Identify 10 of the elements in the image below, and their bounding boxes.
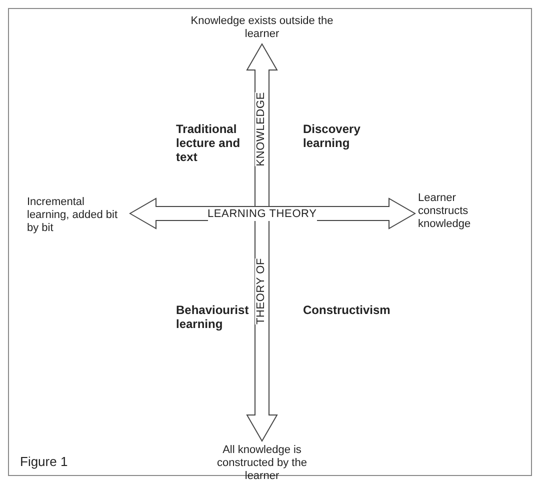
quadrant-label: Constructivism [303,303,392,317]
quadrant-label: Discovery learning [303,122,362,150]
axis-label: LEARNING THEORY [208,208,317,221]
axis-end-label: Knowledge exists outside the learner [187,15,337,41]
axis-end-label: Incremental learning, added bit by bit [27,196,127,235]
quadrant-label: Traditional lecture and text [176,122,242,164]
axis-end-label: All knowledge is constructed by the learner [202,444,322,483]
quadrant-label: Behaviourist learning [176,303,250,331]
figure-caption: Figure 1 [20,455,68,468]
axis-end-label: Learner constructs knowledge [418,192,493,231]
